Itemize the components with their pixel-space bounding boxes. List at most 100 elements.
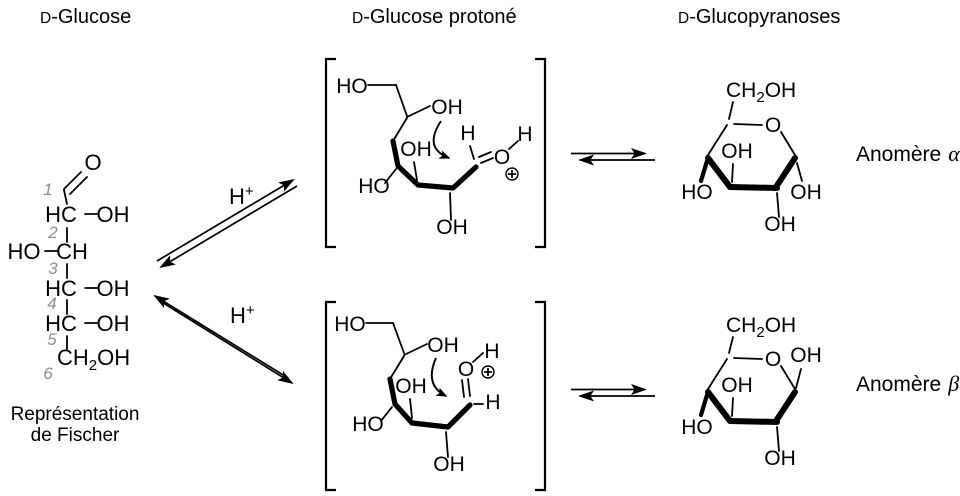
oxocarbenium-plus-icon [481, 365, 495, 379]
fischer-caption-line1: Représentation [11, 404, 140, 425]
double-bond-line [480, 157, 494, 164]
title-small-cap: D [40, 10, 51, 27]
equilibrium-arrow-line [159, 300, 294, 385]
bond [776, 192, 780, 218]
oh-anomeric-label: OH [790, 344, 822, 367]
bond [731, 397, 734, 417]
curved-attack-arrow [432, 120, 451, 159]
proton-h: H [229, 184, 245, 209]
proton-label-top: H+ [229, 183, 254, 209]
oh-anomeric-label: OH [790, 181, 822, 204]
bond [403, 343, 428, 356]
bond [472, 352, 484, 363]
wedge-bond [698, 158, 710, 184]
c6-oh: OH [97, 345, 130, 370]
proton-label-bottom: H+ [230, 302, 255, 328]
carbonyl-oxygen-label: O [458, 358, 474, 381]
h-c1-label: H [485, 391, 500, 414]
title-d-glucose-protone: D-Glucose protoné [352, 6, 517, 28]
ch2oh-label: CH2OH [726, 314, 796, 341]
bond [392, 322, 405, 354]
bond [728, 336, 734, 354]
c3-ho-label: HO [8, 239, 41, 264]
bond [413, 161, 418, 181]
c6-ch: CH [57, 345, 89, 370]
oh-c3-label: OH [400, 138, 432, 161]
bracket-right [535, 57, 547, 249]
proton-plus: + [246, 302, 255, 319]
bold-bond-chain [387, 376, 473, 430]
title-d-glucose: D-Glucose [40, 6, 131, 28]
oh-c2-label: OH [433, 453, 465, 476]
ring-bond-bold [727, 184, 780, 191]
c5-oh-label: OH [97, 311, 130, 336]
oh: OH [765, 79, 797, 102]
ring-bond-bold [727, 418, 780, 425]
oh-c5-label: OH [427, 334, 459, 357]
title-small-cap: D [678, 10, 689, 27]
anomer-word: Anomère [856, 143, 941, 166]
open-chain-top: HO OH HO OH OH H O H [324, 57, 547, 249]
ring-bond-bold [705, 155, 733, 190]
bracket-right [535, 300, 547, 492]
carbonyl-oxygen-label: O [494, 146, 510, 169]
ring-bond [780, 131, 796, 156]
equilibrium-arrow-line [153, 294, 289, 379]
proton-plus: + [245, 183, 254, 200]
wedge-bond [698, 392, 710, 418]
double-bond-line [69, 176, 88, 195]
c2-hc-label: HC [45, 202, 77, 227]
subscript-2: 2 [756, 324, 764, 341]
equilibrium-arrow-line [156, 178, 295, 262]
c3-ch-label: CH [56, 239, 88, 264]
title-small-cap: D [352, 10, 363, 27]
fischer-projection: O 1 HC OH 2 HO CH 3 HC OH 4 HC OH 5 CH2O… [8, 150, 140, 446]
equilibrium-arrow-bottom [571, 384, 655, 402]
bond [469, 145, 475, 160]
carbon-number-2: 2 [47, 223, 58, 242]
title-d-glucopyranoses: D-Glucopyranoses [678, 6, 840, 28]
ring-bond [780, 365, 796, 390]
carbon-number-6: 6 [43, 364, 53, 383]
bond [380, 406, 393, 422]
c6-subscript: 2 [89, 357, 97, 374]
bold-bond-chain [390, 138, 479, 191]
bracket-left [324, 57, 336, 249]
ho-c6-label: HO [336, 75, 368, 98]
curved-attack-arrow [430, 357, 448, 397]
c4-oh-label: OH [97, 276, 130, 301]
double-bond-line [63, 171, 82, 190]
proton-arrow-bottom: H+ [153, 294, 294, 385]
ring-bond [733, 123, 763, 126]
ring-oxygen-label: O [765, 348, 781, 371]
bond [776, 426, 780, 452]
carbon-number-1: 1 [43, 180, 52, 199]
bond [409, 398, 413, 419]
ho-c6-label: HO [334, 313, 366, 336]
anomer-alpha-label: Anomère α [856, 141, 960, 166]
title-rest: -Glucose protoné [363, 6, 516, 28]
bond [63, 189, 68, 205]
bracket-left [324, 300, 336, 492]
ho-c4-label: HO [681, 416, 713, 439]
proton-arrow-top: H+ [156, 178, 298, 269]
ring-bond-bold [773, 389, 798, 424]
bond [508, 140, 519, 150]
ho-c4-label: HO [352, 413, 384, 436]
h-on-oxygen-label: H [484, 340, 499, 363]
oh-c3-label: OH [721, 140, 753, 163]
ring-bond [707, 124, 728, 156]
open-chain-bottom: HO OH HO OH OH O H H [324, 300, 547, 492]
carbon-number-4: 4 [47, 294, 56, 313]
bond [795, 368, 802, 389]
ring-bond [733, 357, 763, 360]
bond [406, 105, 431, 118]
greek-alpha: α [948, 141, 960, 166]
ring-bond-bold [773, 155, 798, 190]
h-c1-label: H [460, 122, 475, 145]
